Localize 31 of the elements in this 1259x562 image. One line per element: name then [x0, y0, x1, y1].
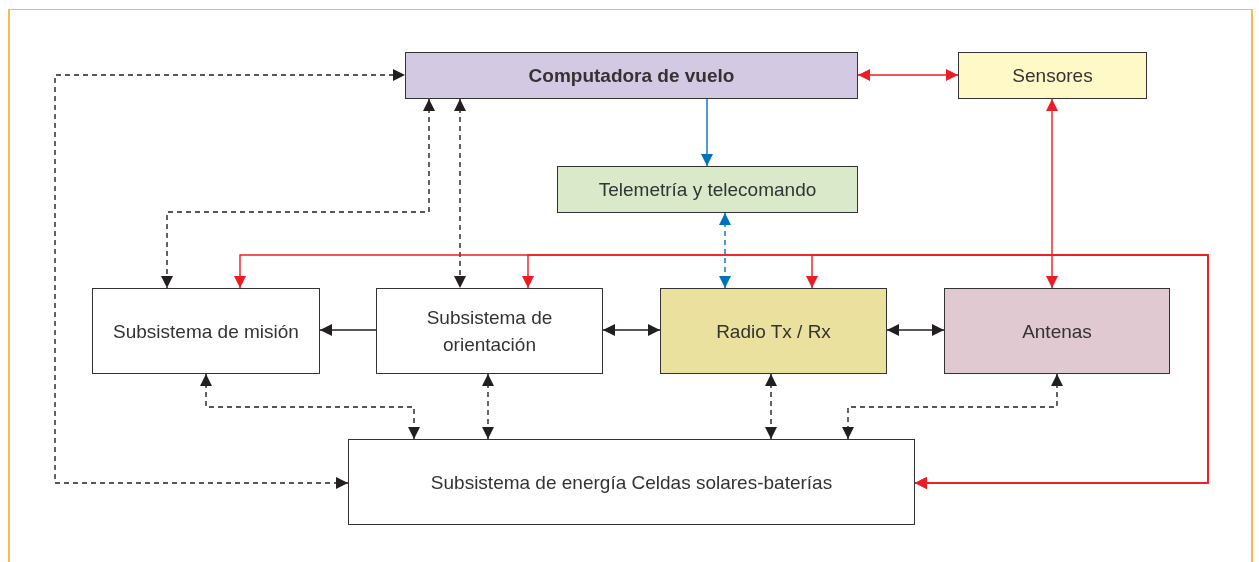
box-label: Antenas — [1022, 319, 1092, 344]
arrow — [886, 324, 945, 336]
arrow — [161, 98, 435, 289]
box-label: Computadora de vuelo — [528, 64, 735, 88]
process-box — [376, 288, 603, 374]
box-label: Subsistema de misión — [113, 319, 299, 344]
arrow — [319, 324, 377, 336]
box-label: Sensores — [1012, 64, 1093, 88]
box-label: Subsistema de energía Celdas solares-baterías — [430, 470, 833, 495]
arrow — [454, 98, 466, 289]
arrow — [1046, 98, 1058, 289]
box-label: Telemetría y telecomando — [598, 178, 817, 202]
process-box — [958, 52, 1147, 99]
arrow — [54, 69, 406, 489]
arrow — [701, 98, 713, 167]
process-box — [405, 52, 858, 99]
arrow — [842, 373, 1063, 440]
process-box — [348, 439, 915, 525]
process-box — [557, 166, 858, 213]
arrow — [765, 373, 777, 440]
box-label: Radio Tx / Rx — [716, 319, 831, 344]
arrow — [857, 69, 959, 81]
arrow — [602, 324, 661, 336]
process-box — [944, 288, 1170, 374]
arrow — [719, 212, 731, 289]
arrow — [482, 373, 494, 440]
process-box — [92, 288, 320, 374]
arrow — [200, 373, 420, 440]
arrow — [806, 254, 1209, 489]
box-label: Subsistema de orientación — [425, 306, 554, 357]
process-box — [660, 288, 887, 374]
